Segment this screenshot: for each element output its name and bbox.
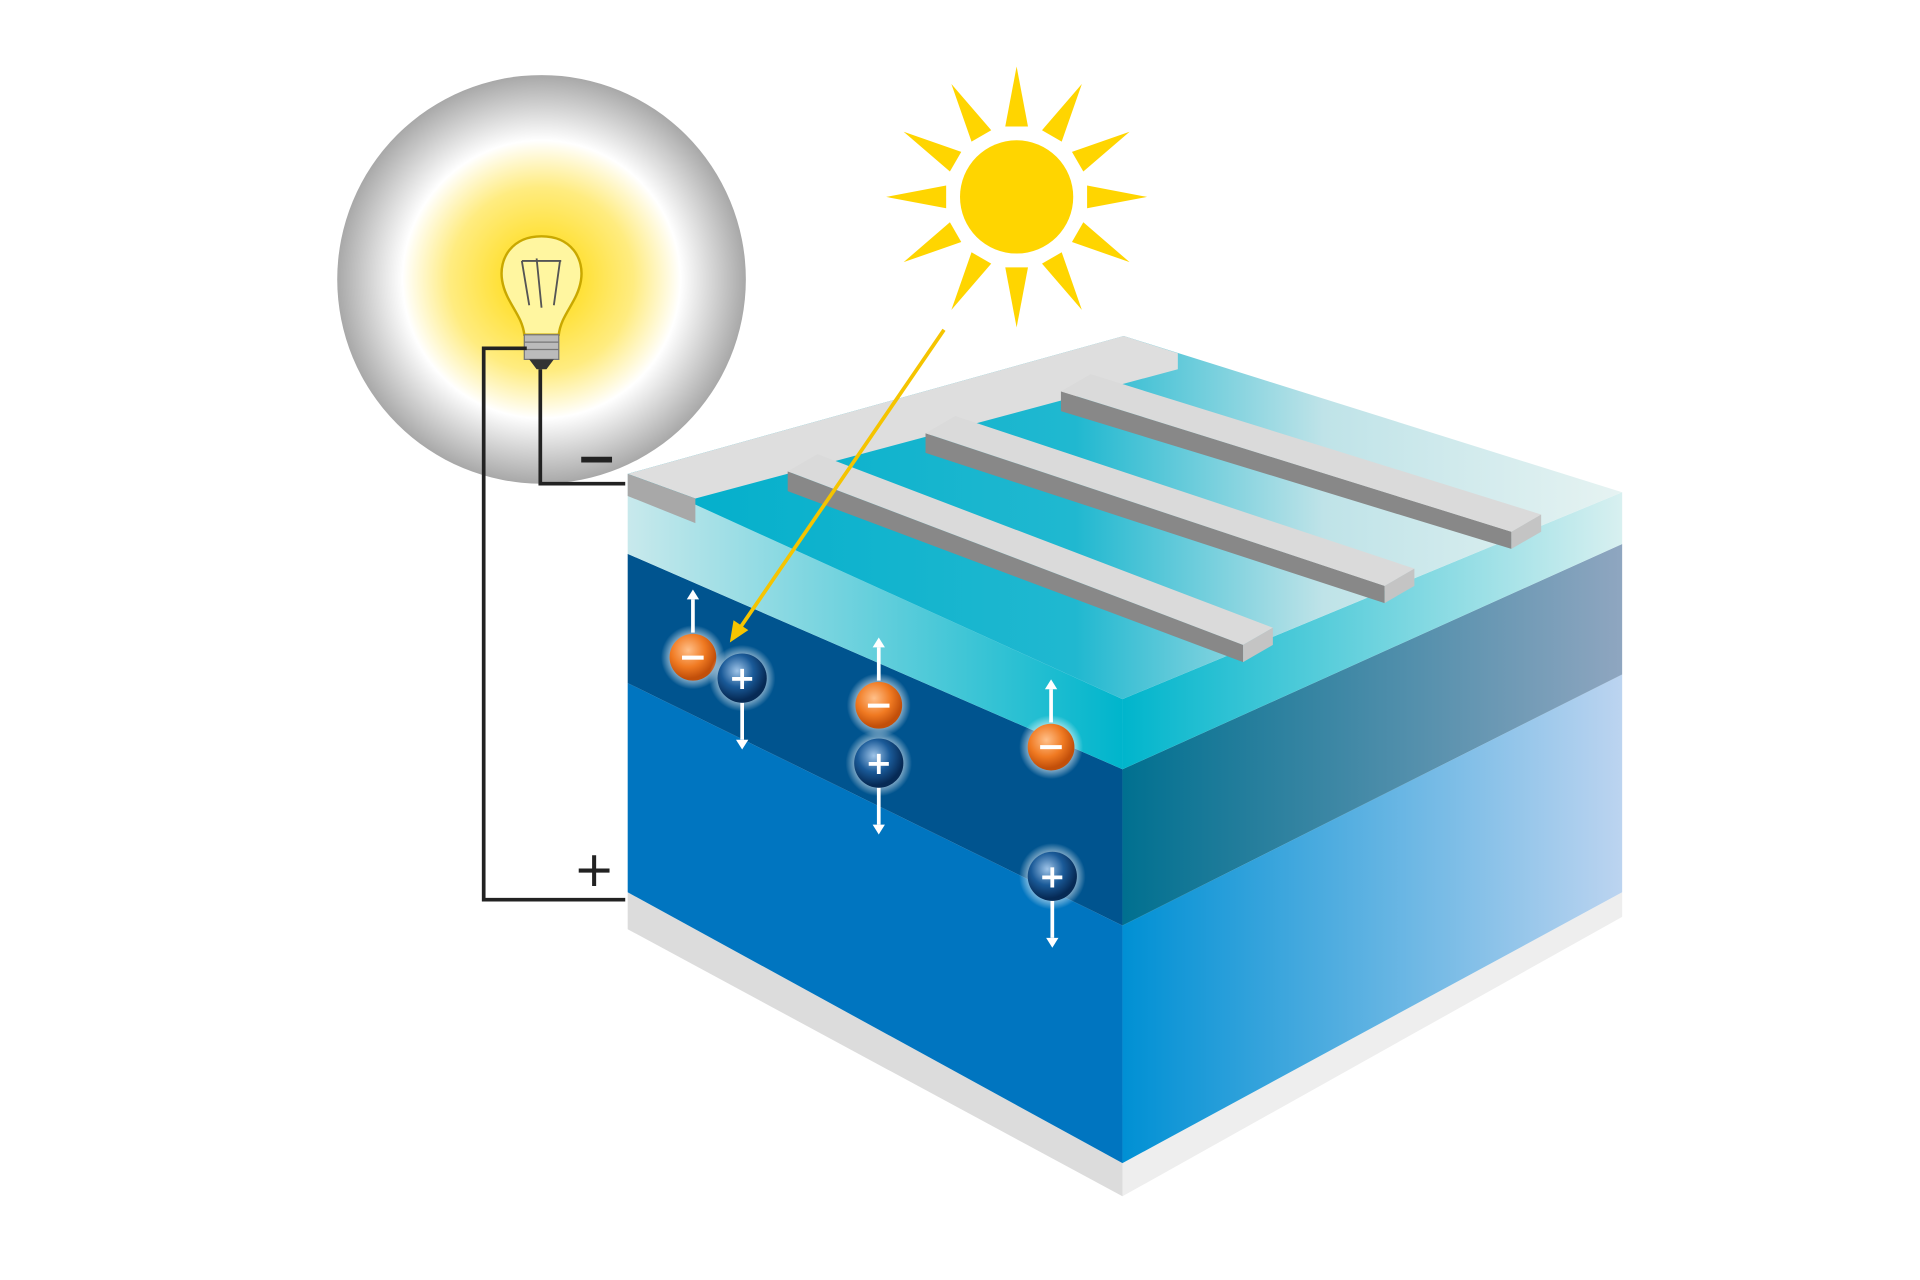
motion-arrowhead (872, 824, 885, 835)
positive-terminal-label: + (574, 840, 615, 898)
hole-icon: + (1019, 843, 1086, 910)
negative-wire (538, 369, 626, 486)
solar-cell (627, 336, 1623, 1197)
p-layer-side (1122, 674, 1623, 1164)
light-bulb-icon (500, 235, 583, 370)
hole-icon: + (708, 644, 776, 712)
motion-arrowhead (736, 739, 749, 750)
sun-ray (1087, 185, 1148, 209)
glass-layer-front (627, 473, 1123, 770)
back-contact-left (627, 892, 1123, 1197)
sun-ray (1071, 222, 1130, 263)
hole-charge-label: + (729, 659, 756, 697)
sun-icon (886, 66, 1148, 328)
sun-ray (1042, 252, 1082, 310)
bus-bar-side (627, 473, 696, 524)
electron-charge-label: − (1037, 727, 1066, 767)
contact-finger (925, 416, 1415, 604)
sun-ray (951, 252, 992, 310)
motion-arrowhead (1046, 937, 1059, 948)
sun-ray (903, 222, 962, 263)
positive-wire (481, 346, 626, 902)
hole-charge-label: + (1039, 857, 1066, 895)
bus-bar-top (627, 336, 1178, 499)
sun-ray (1005, 66, 1028, 127)
motion-arrowhead (1044, 679, 1058, 690)
sun-ray (1005, 267, 1028, 328)
sun-ray (951, 83, 992, 142)
hole-charge-label: + (865, 744, 892, 782)
contact-finger (1060, 374, 1542, 549)
electron-icon: − (1019, 715, 1084, 780)
sun-ray (1071, 131, 1130, 172)
contact-finger (787, 454, 1273, 663)
sun-ray (1042, 83, 1082, 142)
p-layer-front (627, 683, 1123, 1164)
motion-arrowhead (872, 637, 885, 648)
electron-icon: − (660, 625, 725, 690)
electron-charge-label: − (864, 685, 893, 725)
motion-arrowhead (686, 589, 700, 600)
electron-charge-label: − (678, 637, 707, 677)
sun-ray (886, 185, 947, 209)
electron-icon: − (846, 673, 911, 738)
glass-layer-side (1122, 492, 1623, 770)
back-contact-right (1122, 892, 1623, 1197)
n-layer-side (1122, 544, 1623, 926)
sun-ray (903, 131, 962, 172)
negative-terminal-label: − (576, 429, 617, 487)
sunlight-ray (729, 328, 946, 643)
hole-icon: + (845, 729, 912, 797)
